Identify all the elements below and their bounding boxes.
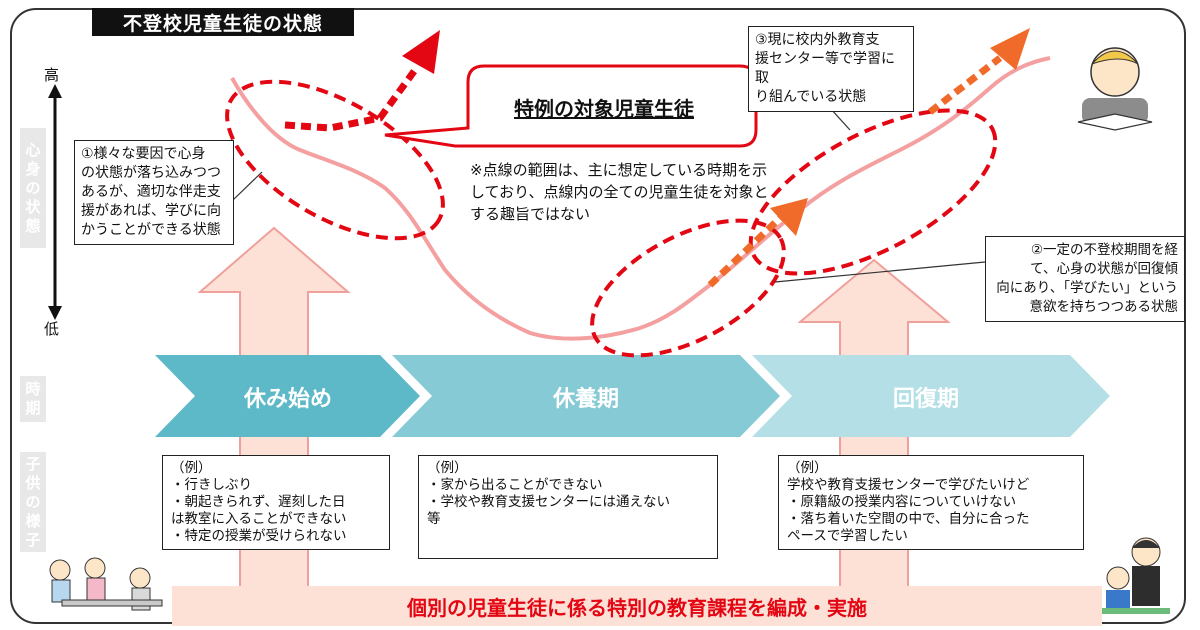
note-line: ②一定の不登校期間を経 [1030,242,1178,258]
leader-line-1 [232,171,263,201]
example-line: は教室に入ることができない [171,511,347,527]
period-chevron-1 [155,355,420,437]
axis-char: 態 [25,216,41,235]
example-line: （例） [787,460,828,476]
axis-up-head [48,84,62,98]
example-line: （例） [427,460,468,476]
note-line: ①様々な要因で心身 [81,146,206,162]
dashed-oval-2 [590,218,786,358]
note-line: て、心身の状態が回復傾 [1030,261,1178,277]
period-label-start: 休み始め [243,387,332,412]
example-line: ・家から出ることができない [427,477,603,493]
dotted-arrow-2 [707,215,783,288]
example-line: 学校や教育支援センターで学びたいけど [787,477,1030,493]
child-state-row-label: 子 供 の 様 子 [20,452,46,552]
special-target-label: 特例の対象児童生徒 [514,97,694,121]
period-label-rest: 休養期 [552,387,619,412]
axis-char: 状 [25,197,41,216]
axis-char: の [25,178,41,197]
group-study-illustration [49,557,163,611]
note-line: ③現に校内外教育支 [755,32,880,48]
dashed-oval-1 [225,79,445,241]
period-row-char: 時 [25,380,41,398]
note-line: 援センター等で学習に取 [755,51,895,86]
example-line: ・原籍級の授業内容についていけない [787,494,1017,510]
example-box-start: （例） ・行きしぶり ・朝起きられず、遅刻した日 は教室に入ることができない ・… [162,455,390,550]
leader-line-2 [774,261,986,283]
dotted-arrow-3 [927,55,1003,115]
dotted-arrow-3-head [990,28,1030,70]
axis-down-head [48,306,62,320]
note-line: あるが、適切な伴走支 [81,184,221,200]
period-label-recovery: 回復期 [892,387,959,412]
period-chevron-2 [392,355,780,437]
example-line: ・学校や教育支援センターには通えない [427,494,670,510]
example-line: ・朝起きられず、遅刻した日 [171,494,346,510]
period-row-label: 時 期 [20,376,46,422]
note-line: り組んでいる状態 [755,89,867,105]
axis-high-label: 高 [44,66,60,84]
note-line: 援があれば、学びに向 [81,203,221,219]
mental-state-axis-label: 心 身 の 状 態 [20,128,46,248]
axis-char: 身 [25,159,41,178]
dotted-arrow-1 [284,67,418,132]
axis-char: 心 [25,140,41,159]
dotted-arrow-2-head [770,198,808,236]
dashed-oval-3 [748,108,998,276]
example-line: ペースで学習したい [787,528,908,544]
child-row-char: の [25,492,41,511]
note-box-3: ③現に校内外教育支 援センター等で学習に取 り組んでいる状態 [748,26,914,112]
example-box-recovery: （例） 学校や教育支援センターで学びたいけど ・原籍級の授業内容についていけない… [778,455,1084,550]
period-chevron-3 [752,355,1110,437]
dotted-range-disclaimer: ※点線の範囲は、主に想定している時期を示しており、点線内の全ての児童生徒を対象と… [470,161,769,223]
example-line: ・行きしぶり [171,477,252,493]
teacher-student-illustration [1100,537,1170,614]
note-box-1: ①様々な要因で心身 の状態が落ち込みつつ あるが、適切な伴走支 援があれば、学び… [74,140,234,245]
diagram-title: 不登校児童生徒の状態 [92,8,354,36]
special-curriculum-banner: 個別の児童生徒に係る特別の教育課程を編成・実施 [172,586,1102,626]
example-box-rest: （例） ・家から出ることができない ・学校や教育支援センターには通えない 等 [418,455,718,559]
example-line: ・特定の授業が受けられない [171,528,347,544]
child-row-char: 子 [25,530,41,549]
note-line: の状態が落ち込みつつ [81,165,221,181]
child-row-char: 子 [25,454,41,473]
example-line: 等 [427,511,441,527]
child-row-char: 様 [25,511,41,530]
example-line: ・落ち着いた空間の中で、自分に合った [787,511,1030,527]
child-row-char: 供 [25,473,41,492]
note-line: かうことができる状態 [81,222,221,238]
axis-low-label: 低 [44,320,60,338]
mental-state-curve [230,56,1051,341]
special-curriculum-text: 個別の児童生徒に係る特別の教育課程を編成・実施 [407,595,867,620]
note-box-2: ②一定の不登校期間を経 て、心身の状態が回復傾 向にあり、「学びたい」という 意… [985,236,1185,322]
dotted-arrow-1-head [402,30,440,74]
note-line: 意欲を持ちつつある状態 [1029,299,1179,315]
period-row-char: 期 [25,399,41,417]
example-line: （例） [171,460,212,476]
reading-child-illustration [1077,47,1153,131]
note-line: 向にあり、「学びたい」という [996,280,1178,296]
